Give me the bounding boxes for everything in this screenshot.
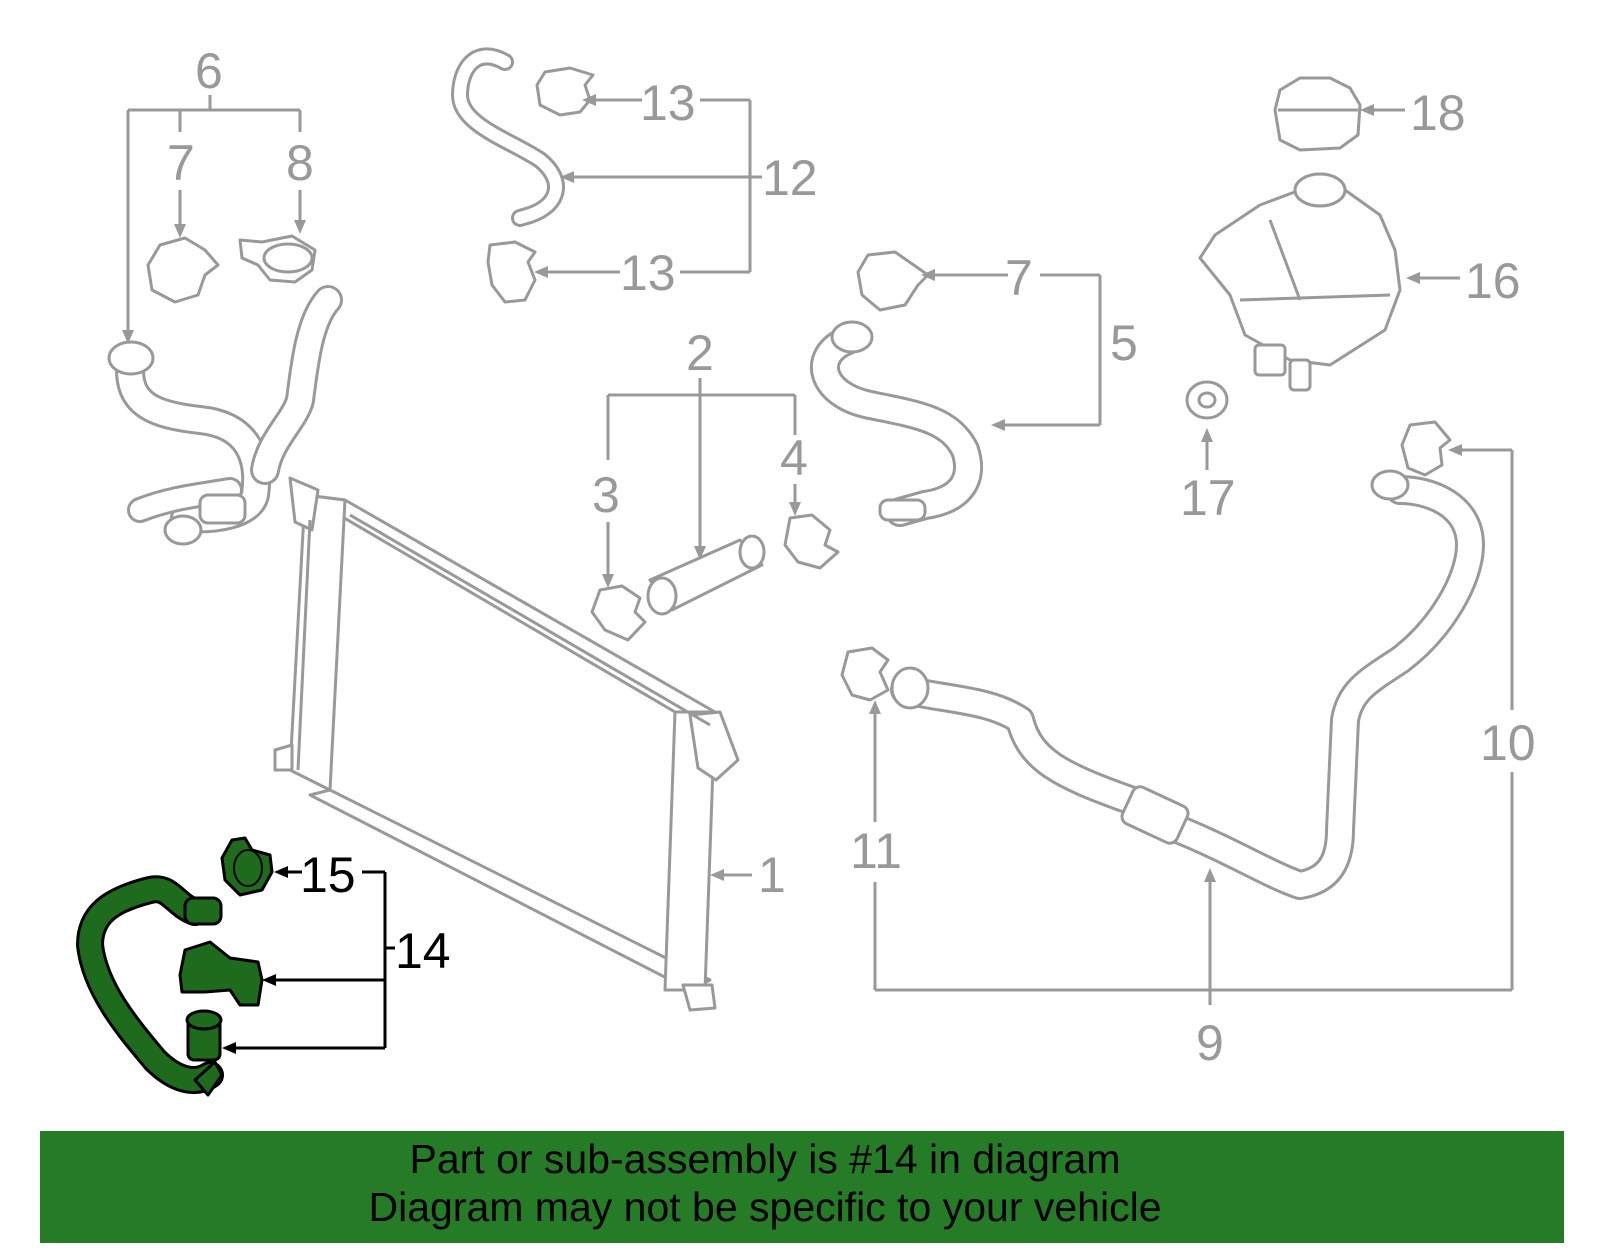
- callout-9: 9: [1196, 1015, 1224, 1071]
- connector-part-14-bottom[interactable]: [185, 1009, 223, 1062]
- callout-15: 15: [300, 847, 356, 903]
- callout-11: 11: [850, 823, 902, 879]
- callout-12-13-group: 13 12 13: [534, 75, 818, 301]
- callout-13-top: 13: [640, 75, 696, 131]
- clamp-part-4[interactable]: [783, 513, 840, 570]
- lower-hose-part-9[interactable]: [890, 469, 1485, 900]
- valve-part-14-middle[interactable]: [178, 940, 264, 1007]
- clamp-part-13-top[interactable]: [535, 66, 595, 117]
- upper-hose-part-6[interactable]: [107, 285, 343, 546]
- callout-10: 10: [1480, 715, 1536, 771]
- hose-clamp-part-10[interactable]: [1400, 420, 1452, 477]
- callout-7-right: 7: [1005, 250, 1033, 306]
- callout-17: 17: [1180, 470, 1236, 526]
- connector-part-2[interactable]: [646, 534, 766, 616]
- reservoir-cap-part-18[interactable]: [1273, 76, 1362, 152]
- hose-clamp-part-7-left[interactable]: [146, 236, 220, 304]
- heater-hose-assembly-part-14[interactable]: [76, 875, 224, 1097]
- callout-14-15-group: 15 14: [222, 847, 451, 1054]
- banner-part-line: Part or sub-assembly is #14 in diagram: [409, 1136, 1121, 1182]
- callout-4: 4: [780, 430, 808, 486]
- callout-18: 18: [1410, 85, 1466, 141]
- callout-14: 14: [395, 923, 451, 979]
- coolant-reservoir-part-16[interactable]: [1198, 172, 1402, 392]
- callout-1: 1: [758, 847, 786, 903]
- callout-5: 5: [1110, 315, 1138, 371]
- callout-1-group: 1: [710, 847, 786, 903]
- hose-clamp-part-7-right[interactable]: [856, 250, 930, 312]
- info-banner: Part or sub-assembly is #14 in diagram D…: [40, 1131, 1564, 1243]
- radiator-part-1[interactable]: [273, 476, 740, 1012]
- callout-9-10-11-group: 10 11 9: [850, 444, 1536, 1071]
- callout-13-bottom: 13: [620, 245, 676, 301]
- callout-7-left: 7: [167, 135, 195, 191]
- clamp-part-3[interactable]: [590, 584, 647, 642]
- bypass-hose-part-12[interactable]: [451, 47, 565, 227]
- hose-part-5[interactable]: [810, 320, 983, 527]
- callout-16-17-18-group: 18 16 17: [1180, 85, 1521, 526]
- callout-2: 2: [686, 325, 714, 381]
- callout-5-7-group: 7 5: [921, 250, 1138, 431]
- callout-12: 12: [762, 150, 818, 206]
- callout-2-3-4-group: 2 3 4: [592, 325, 808, 588]
- clamp-part-13-bottom[interactable]: [486, 240, 537, 304]
- callout-3: 3: [592, 467, 620, 523]
- callout-6: 6: [195, 43, 223, 99]
- hose-clamp-part-8[interactable]: [238, 234, 317, 284]
- hose-clamp-part-11[interactable]: [840, 646, 890, 702]
- grommet-part-17[interactable]: [1185, 380, 1229, 420]
- callout-16: 16: [1465, 253, 1521, 309]
- callout-6-group: 6 7 8: [122, 43, 314, 344]
- banner-disclaimer-line: Diagram may not be specific to your vehi…: [368, 1184, 1162, 1230]
- callout-8: 8: [286, 135, 314, 191]
- clamp-part-15[interactable]: [220, 836, 274, 897]
